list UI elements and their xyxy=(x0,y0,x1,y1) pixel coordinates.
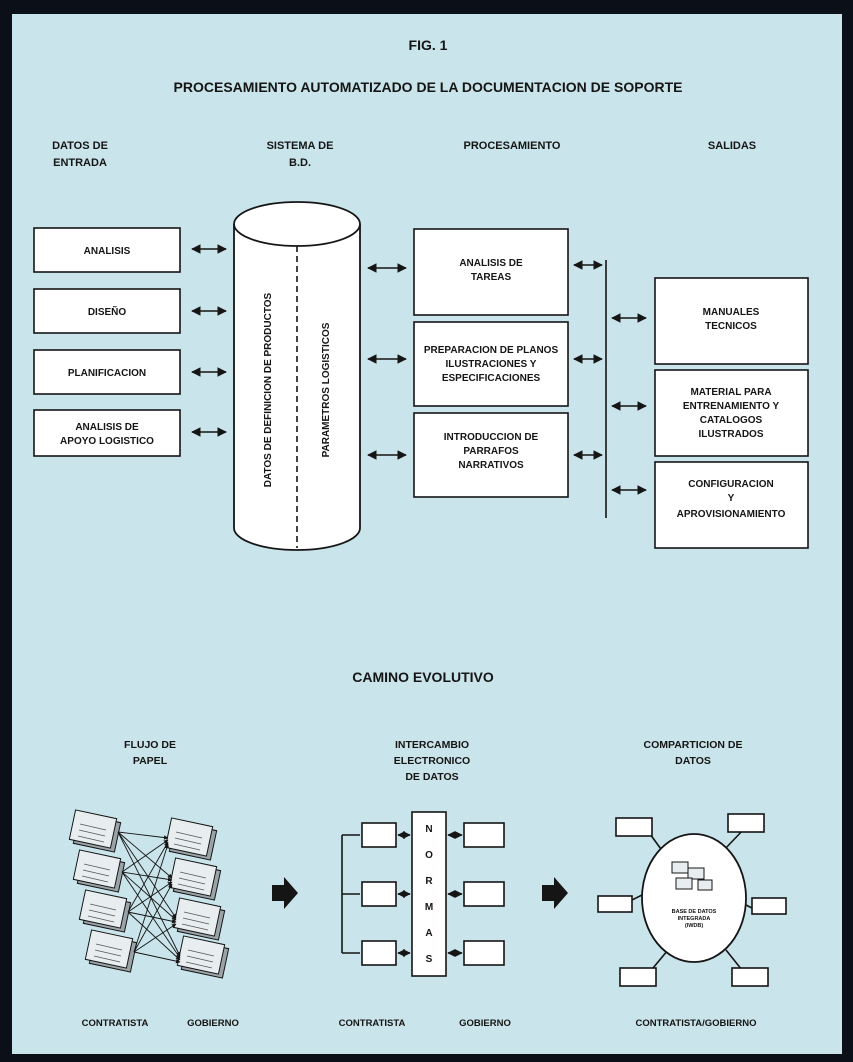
processing-box-analisis-tareas: ANALISIS DE TAREAS xyxy=(413,228,569,316)
column-header-inputs-line1: DATOS DE xyxy=(52,140,108,152)
processing-box-label-line3: ESPECIFICACIONES xyxy=(442,373,541,384)
government-node xyxy=(463,881,505,907)
paper-flow-illustration xyxy=(68,809,230,979)
document-icon xyxy=(68,809,122,853)
standards-bar xyxy=(411,811,447,977)
contractor-node xyxy=(361,940,397,966)
input-box-label-line2: APOYO LOGISTICO xyxy=(60,436,154,447)
standards-letter: S xyxy=(426,954,433,965)
government-node xyxy=(463,822,505,848)
db-left-label: DATOS DE DEFINICION DE PRODUCTOS xyxy=(263,292,274,487)
stage3-label: CONTRATISTA/GOBIERNO xyxy=(635,1018,756,1029)
document-icon xyxy=(168,857,222,901)
column-header-inputs-line2: ENTRADA xyxy=(53,157,107,169)
processing-box-parrafos: INTRODUCCION DE PARRAFOS NARRATIVOS xyxy=(413,412,569,498)
hub-label-line2: INTEGRADA xyxy=(678,916,711,922)
integrated-database-ellipse xyxy=(641,833,747,963)
document-icon xyxy=(164,817,218,861)
output-box-label-line2: Y xyxy=(728,493,735,504)
processing-box-label-line1: ANALISIS DE xyxy=(459,258,523,269)
stage-arrow-icon xyxy=(272,877,298,909)
document-icon xyxy=(172,897,226,941)
participant-node xyxy=(619,967,657,987)
contractor-node xyxy=(361,822,397,848)
input-box-label: DISEÑO xyxy=(88,305,127,318)
output-box-material: MATERIAL PARA ENTRENAMIENTO Y CATALOGOS … xyxy=(654,369,809,457)
participant-node xyxy=(597,895,633,913)
document-icon xyxy=(78,889,132,933)
contractor-node xyxy=(361,881,397,907)
output-box-label-line2: ENTRENAMIENTO Y xyxy=(683,401,780,412)
participant-node xyxy=(615,817,653,837)
figure-number: FIG. 1 xyxy=(409,37,448,53)
output-box-manuales: MANUALES TECNICOS xyxy=(654,277,809,365)
stage2-label-contractor: CONTRATISTA xyxy=(339,1018,406,1029)
participant-node xyxy=(751,897,787,915)
column-header-db-line1: SISTEMA DE xyxy=(267,140,334,152)
stage-arrow-icon xyxy=(542,877,568,909)
processing-box-label-line2: ILUSTRACIONES Y xyxy=(446,359,537,370)
input-box-apoyo-logistico: ANALISIS DE APOYO LOGISTICO xyxy=(33,409,181,457)
output-box-label-line1: MATERIAL PARA xyxy=(690,387,771,398)
output-box-label-line3: APROVISIONAMIENTO xyxy=(677,509,786,520)
input-box-label: PLANIFICACION xyxy=(68,368,146,379)
column-header-processing: PROCESAMIENTO xyxy=(464,140,561,152)
document-icon xyxy=(72,849,126,893)
stage2-title-line1: INTERCAMBIO xyxy=(395,739,469,751)
output-box-label-line2: TECNICOS xyxy=(705,321,757,332)
standards-letter: N xyxy=(425,824,432,835)
standards-letter: A xyxy=(425,928,432,939)
participant-node xyxy=(727,813,765,833)
output-box-label-line4: ILUSTRADOS xyxy=(699,429,764,440)
stage3-title-line1: COMPARTICION DE xyxy=(644,739,743,751)
processing-box-label-line1: INTRODUCCION DE xyxy=(444,432,539,443)
stage2-label-government: GOBIERNO xyxy=(459,1018,511,1029)
column-header-db-line2: B.D. xyxy=(289,157,311,169)
database-cylinder: DATOS DE DEFINICION DE PRODUCTOS PARAMET… xyxy=(233,201,361,551)
input-box-planificacion: PLANIFICACION xyxy=(33,349,181,395)
stage2-title-line2: ELECTRONICO xyxy=(394,755,470,767)
stage1-title-line2: PAPEL xyxy=(133,755,168,767)
output-box-label-line1: CONFIGURACION xyxy=(688,479,774,490)
document-icon xyxy=(176,935,230,979)
db-right-label: PARAMETROS LOGISTICOS xyxy=(321,322,332,457)
output-box-label-line3: CATALOGOS xyxy=(700,415,763,426)
shared-data-illustration: BASE DE DATOS INTEGRADA (IWDB) xyxy=(597,813,787,987)
processing-box-planos: PREPARACION DE PLANOS ILUSTRACIONES Y ES… xyxy=(413,321,569,407)
column-header-outputs: SALIDAS xyxy=(708,140,756,152)
hub-label-line3: (IWDB) xyxy=(685,923,703,929)
hub-label-line1: BASE DE DATOS xyxy=(672,909,717,915)
standards-letter: O xyxy=(425,850,433,861)
document-icon xyxy=(84,929,138,973)
input-box-diseno: DISEÑO xyxy=(33,288,181,334)
processing-box-label-line2: TAREAS xyxy=(471,272,512,283)
processing-box-label-line2: PARRAFOS xyxy=(463,446,519,457)
stage1-label-contractor: CONTRATISTA xyxy=(82,1018,149,1029)
figure-title: PROCESAMIENTO AUTOMATIZADO DE LA DOCUMEN… xyxy=(174,79,683,95)
stage1-title-line1: FLUJO DE xyxy=(124,739,176,751)
stage1-label-government: GOBIERNO xyxy=(187,1018,239,1029)
stage3-title-line2: DATOS xyxy=(675,755,711,767)
evolution-title: CAMINO EVOLUTIVO xyxy=(352,669,494,685)
edi-illustration: N O R M A S xyxy=(341,811,505,977)
output-box-label-line1: MANUALES xyxy=(703,307,760,318)
government-node xyxy=(463,940,505,966)
participant-node xyxy=(731,967,769,987)
standards-letter: R xyxy=(425,876,433,887)
processing-box-label-line1: PREPARACION DE PLANOS xyxy=(424,345,559,356)
input-box-label: ANALISIS xyxy=(84,246,131,257)
input-box-analisis: ANALISIS xyxy=(33,227,181,273)
output-box-configuracion: CONFIGURACION Y APROVISIONAMIENTO xyxy=(654,461,809,549)
stage2-title-line3: DE DATOS xyxy=(405,771,458,783)
input-box-label-line1: ANALISIS DE xyxy=(75,422,139,433)
standards-letter: M xyxy=(425,902,433,913)
processing-box-label-line3: NARRATIVOS xyxy=(458,460,524,471)
